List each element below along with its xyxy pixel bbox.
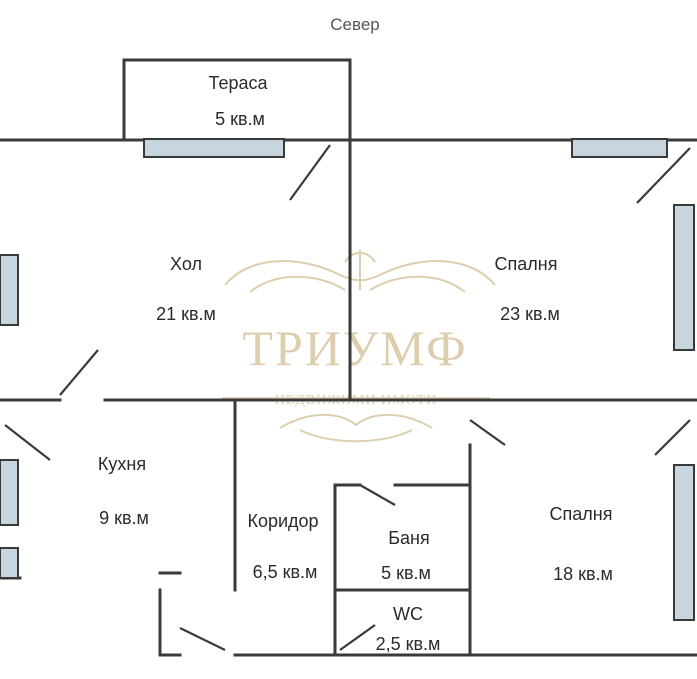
door-bedroom-north	[636, 147, 691, 204]
room-wc-name: WC	[393, 604, 423, 624]
room-bedroom2-name: Спалня	[550, 504, 613, 524]
watermark-brand: ТРИУМФ	[242, 320, 467, 376]
doors	[4, 144, 691, 651]
room-hall-area: 21 кв.м	[156, 304, 216, 324]
watermark: ТРИУМФ НЕДВИЖИМИ ИМОТИ	[222, 250, 496, 443]
room-bathroom-name: Баня	[388, 528, 430, 548]
room-bathroom-area: 5 кв.м	[381, 563, 431, 583]
door-hall	[59, 349, 99, 396]
room-kitchen-area: 9 кв.м	[99, 508, 149, 528]
room-wc-area: 2,5 кв.м	[376, 634, 441, 654]
door-bedroom2	[469, 419, 506, 446]
windows	[0, 138, 695, 621]
room-corridor-area: 6,5 кв.м	[253, 562, 318, 582]
room-bedroom1-name: Спалня	[495, 254, 558, 274]
room-labels: Тераса 5 кв.м Хол 21 кв.м Спалня 23 кв.м…	[98, 73, 613, 654]
compass-label: Север	[330, 15, 379, 34]
window-bedroom2-east	[673, 464, 695, 621]
room-corridor-name: Коридор	[247, 511, 318, 531]
window-bedroom-east	[673, 204, 695, 351]
window-bedroom-north	[571, 138, 668, 158]
window-hall-west	[0, 254, 19, 326]
room-bedroom1-area: 23 кв.м	[500, 304, 560, 324]
door-bedroom2-east	[654, 419, 691, 456]
room-terrace-name: Тераса	[208, 73, 268, 93]
door-kitchen	[4, 424, 51, 461]
door-entrance	[179, 627, 226, 651]
window-kitchen-west-2	[0, 547, 19, 579]
room-hall-name: Хол	[170, 254, 202, 274]
window-terrace	[143, 138, 285, 158]
door-terrace	[289, 144, 331, 201]
window-kitchen-west-1	[0, 459, 19, 526]
door-wc	[339, 624, 376, 651]
room-terrace-area: 5 кв.м	[215, 109, 265, 129]
watermark-ornament-bottom	[279, 413, 433, 443]
watermark-ornament-top	[224, 250, 496, 293]
room-bedroom2-area: 18 кв.м	[553, 564, 613, 584]
door-bathroom	[359, 484, 396, 506]
room-kitchen-name: Кухня	[98, 454, 146, 474]
